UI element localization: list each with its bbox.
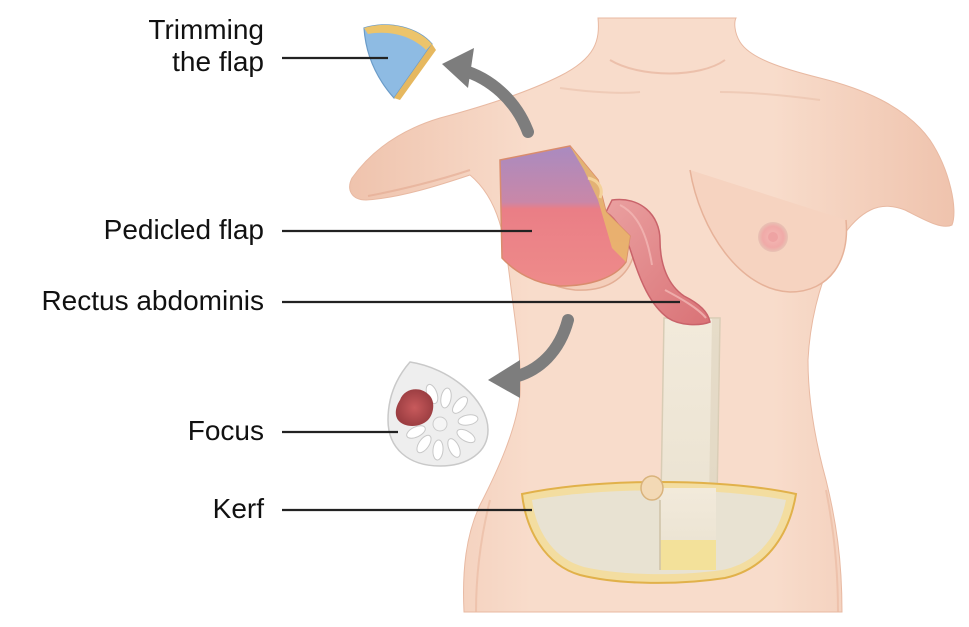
trimmed-flap-piece	[364, 25, 436, 100]
label-trimming-the-flap: Trimming the flap	[148, 14, 264, 78]
label-pedicled-flap: Pedicled flap	[104, 214, 264, 246]
label-trimming-line1: Trimming	[148, 14, 264, 46]
label-kerf: Kerf	[213, 493, 264, 525]
label-trimming-line2: the flap	[148, 46, 264, 78]
label-focus: Focus	[188, 415, 264, 447]
focus-specimen	[388, 362, 488, 466]
label-rectus-abdominis: Rectus abdominis	[41, 285, 264, 317]
